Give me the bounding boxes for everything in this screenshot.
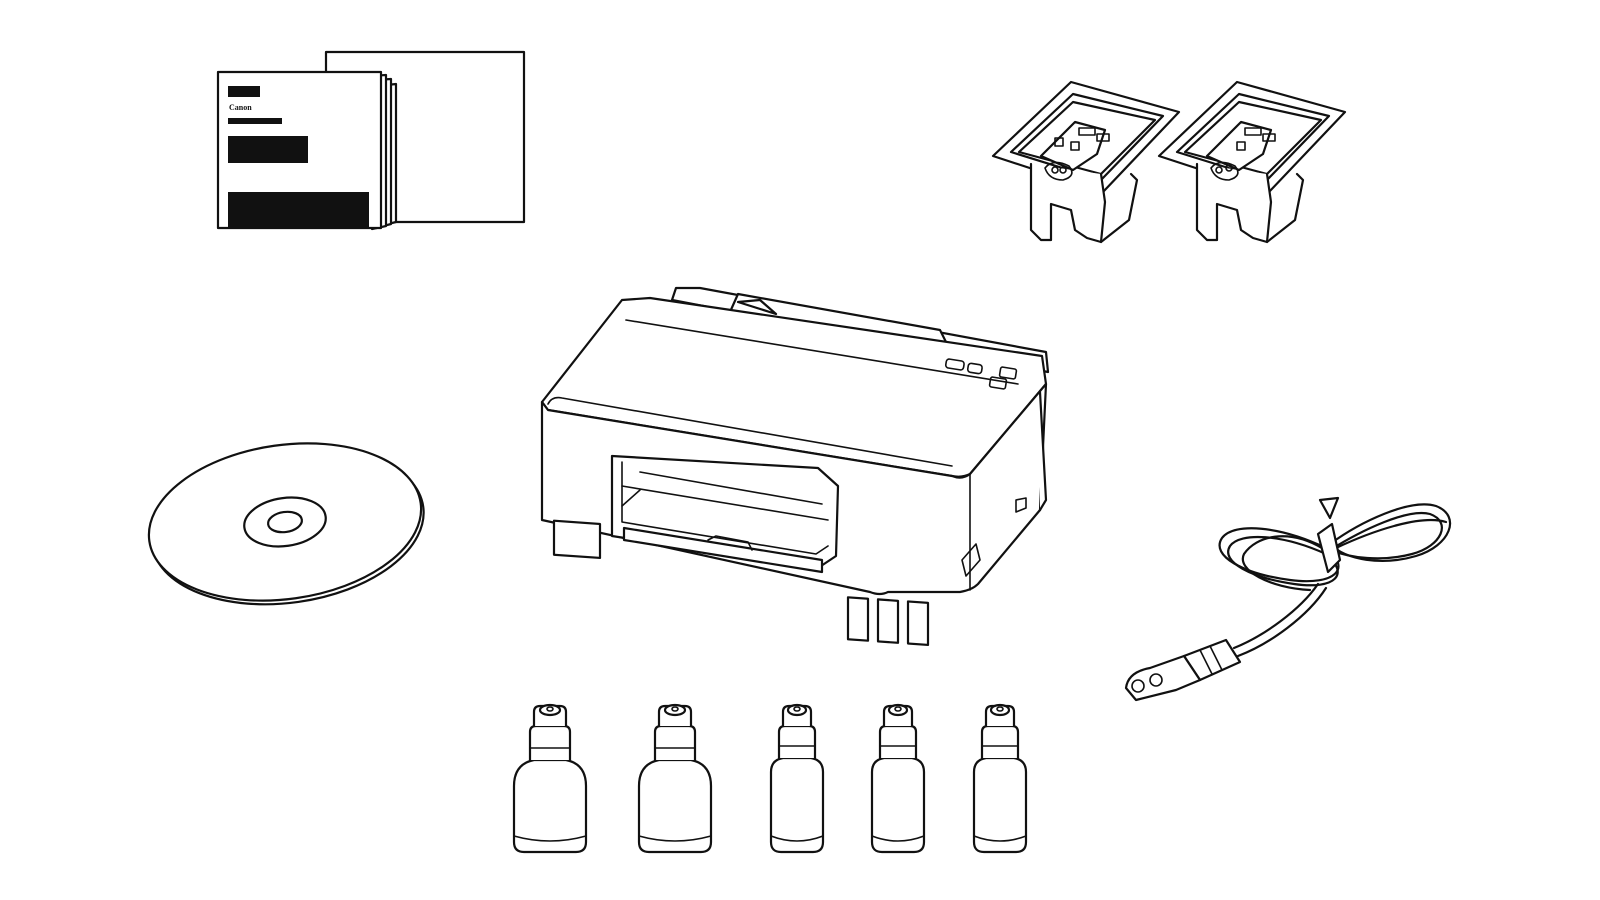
ink-bottle-icon <box>870 703 926 854</box>
brand-text: Canon <box>229 103 252 112</box>
print-head-cartridge-icon <box>991 80 1181 244</box>
power-cord-icon <box>1124 496 1452 702</box>
ink-bottle-icon <box>512 703 588 854</box>
ink-bottle-icon <box>637 703 713 854</box>
manual-sheets-icon: Canon <box>216 50 526 231</box>
inkjet-printer-icon <box>540 286 1050 646</box>
ink-bottle-icon <box>769 703 825 854</box>
print-head-cartridge-icon <box>1157 80 1347 244</box>
ink-bottle-icon <box>972 703 1028 854</box>
cd-rom-icon <box>147 442 425 606</box>
